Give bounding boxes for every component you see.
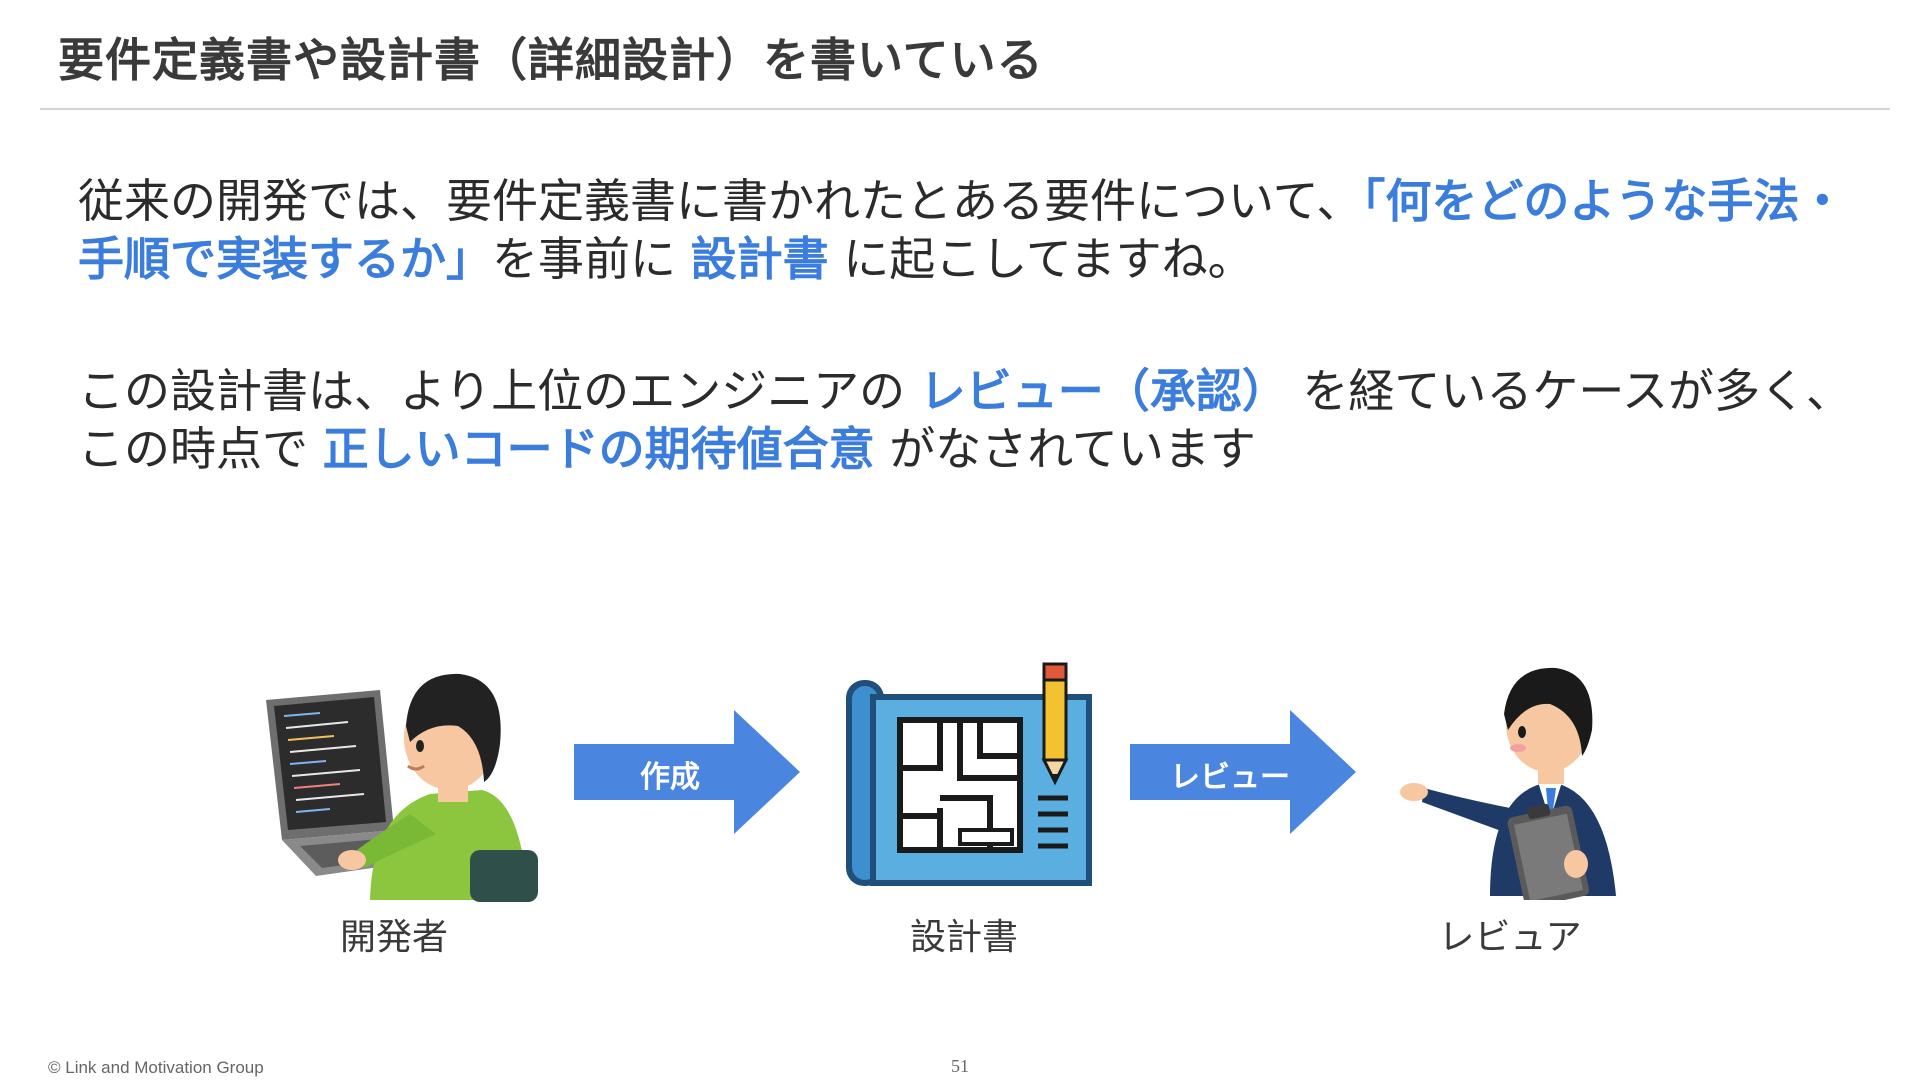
blueprint-document-icon: [846, 662, 1092, 886]
paragraph2-text-3: がなされています: [889, 422, 1256, 476]
paragraph2-highlight-agreement: 正しいコードの期待値合意: [322, 422, 875, 476]
paragraph1-highlight-design-doc: 設計書: [690, 232, 829, 286]
arrow-create-label: 作成: [640, 760, 700, 795]
paragraph1-text-3: に起こしてますね。: [843, 232, 1254, 286]
paragraph1-text-1: 従来の開発では、要件定義書に書かれたとある要件について、: [78, 174, 1363, 228]
developer-at-laptop-icon: [266, 673, 538, 902]
developer-caption: 開発者: [339, 917, 448, 958]
slide-title: 要件定義書や設計書（詳細設計）を書いている: [58, 33, 1044, 87]
footer-copyright: © Link and Motivation Group: [48, 1058, 264, 1077]
paragraph-review: この設計書は、より上位のエンジニアの レビュー（承認） を経ているケースが多く、…: [78, 362, 1868, 478]
paragraph2-text-2: を経ているケースが多く、この時点で: [78, 364, 1853, 476]
arrow-review-label: レビュー: [1170, 760, 1290, 795]
document-caption: 設計書: [909, 917, 1018, 958]
paragraph2-text-1: この設計書は、より上位のエンジニアの: [78, 364, 906, 418]
page-number: 51: [951, 1056, 969, 1076]
paragraph1-highlight-how: 「何をどのような手法・手順で実装するか」: [78, 174, 1846, 286]
workflow-figure: 作成: [0, 650, 1920, 970]
arrow-review-icon: [1130, 710, 1356, 834]
paragraph-design-doc: 従来の開発では、要件定義書に書かれたとある要件について、「何をどのような手法・手…: [78, 172, 1868, 288]
reviewer-with-clipboard-icon: [1400, 667, 1616, 900]
title-divider: [40, 108, 1890, 110]
paragraph2-highlight-review: レビュー（承認）: [919, 364, 1288, 418]
reviewer-caption: レビュア: [1438, 917, 1582, 958]
paragraph1-text-2: を事前に: [492, 232, 676, 286]
arrow-create-icon: [574, 710, 800, 834]
